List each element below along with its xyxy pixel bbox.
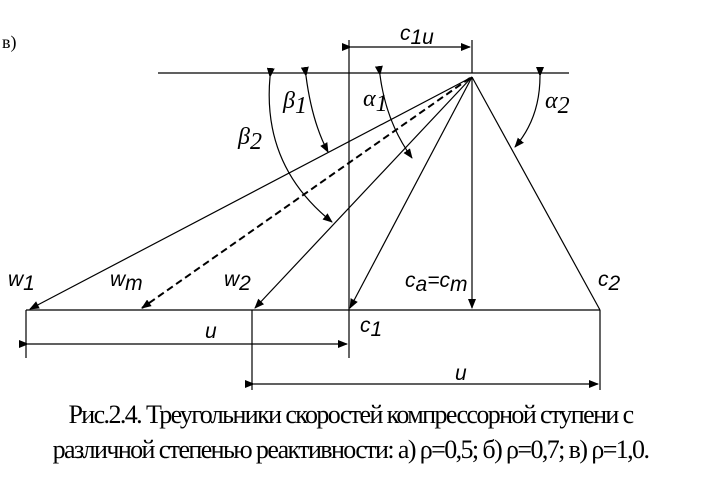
label-c2: c2 [598, 268, 621, 295]
figure-caption-line-2: различной степенью реактивности: а) ρ=0,… [52, 435, 650, 464]
figure-caption-line-1: Рис.2.4. Треугольники скоростей компресс… [68, 400, 634, 429]
vector-c2 [471, 76, 601, 311]
angle-arc-alpha1 [374, 65, 413, 159]
panel-label: в) [2, 32, 17, 53]
label-c1u: c1u [400, 22, 434, 49]
label-u-left: u [205, 320, 217, 343]
velocity-triangle-diagram: в) c1u β1 β2 α1 α2 w1 wm w2 [2, 22, 621, 390]
label-beta1: β1 [282, 88, 307, 119]
label-beta2: β2 [237, 124, 262, 155]
vector-w2 [254, 76, 473, 309]
label-c1: c1 [360, 314, 382, 341]
label-wm: wm [110, 268, 143, 295]
angle-arc-beta2 [266, 67, 333, 223]
label-ca-cm: ca=cm [405, 269, 467, 296]
label-w2: w2 [224, 268, 251, 295]
vector-c1 [349, 76, 473, 309]
angle-arc-beta1 [300, 66, 329, 153]
label-alpha1: α1 [363, 86, 388, 117]
label-alpha2: α2 [545, 88, 570, 119]
label-w1: w1 [8, 268, 35, 295]
angle-arc-alpha2 [514, 66, 545, 148]
label-u-right: u [455, 362, 467, 385]
